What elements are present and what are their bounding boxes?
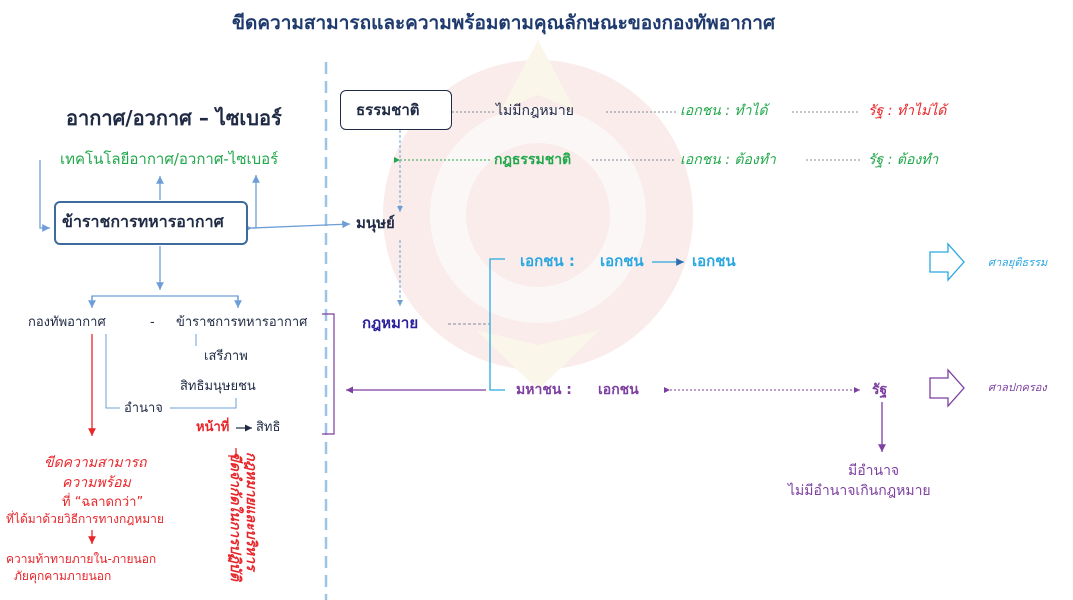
private-can-label: เอกชน : ทำได้ [680,103,768,119]
state-label: รัฐ [872,382,888,398]
air-force-officer-label: ข้าราชการทหารอากาศ [176,315,308,330]
rotated-label-1: กฎหมายและบริหาร [243,452,259,571]
private-label: เอกชน : [520,252,575,270]
air-force-label: กองทัพอากาศ [28,315,106,330]
no-law-label: ไม่มีกฎหมาย [496,103,574,119]
has-power-label: มีอำนาจ [848,463,900,479]
right-label: สิทธิ [256,420,281,435]
rotated-label-2: ขีดจำกัดในการปฏิบัติ [227,452,243,581]
dash-label: - [150,315,155,330]
capability-label: ขีดความสามารถ [44,455,147,471]
freedom-label: เสรีภาพ [204,349,248,364]
public-private-label: เอกชน [598,382,639,398]
state-cannot-label: รัฐ : ทำไม่ได้ [868,103,947,119]
public-label: มหาชน : [516,382,572,398]
technology-label: เทคโนโลยีอากาศ/อวกาศ-ไซเบอร์ [60,150,279,168]
private-b-label: เอกชน [692,252,736,270]
power-label: อำนาจ [124,401,163,416]
nature-box-label: ธรรมชาติ [356,101,420,119]
private-must-label: เอกชน : ต้องทำ [680,152,776,168]
officer-box-label: ข้าราชการทหารอากาศ [62,212,224,231]
human-rights-label: สิทธิมนุษยชน [180,379,256,394]
challenges-label: ความท้าทายภายใน-ภายนอก [6,552,157,566]
officer-box [54,201,248,245]
smarter-label: ที่ “ฉลาดกว่า” [62,495,144,510]
legal-means-label: ที่ได้มาด้วยวิธีการทางกฎหมาย [6,512,164,526]
state-must-label: รัฐ : ต้องทำ [868,152,939,168]
left-heading: อากาศ/อวกาศ – ไซเบอร์ [66,106,282,130]
court-justice-label: ศาลยุติธรรม [988,256,1048,269]
page-title: ขีดความสามารถและความพร้อมตามคุณลักษณะของ… [232,12,776,34]
nature-box [340,90,452,130]
private-a-label: เอกชน [600,252,644,270]
no-excess-power-label: ไม่มีอำนาจเกินกฎหมาย [788,483,931,499]
law-label: กฎหมาย [362,314,419,332]
threats-label: ภัยคุกคามภายนอก [14,569,112,583]
court-admin-label: ศาลปกครอง [988,381,1047,394]
natural-law-label: กฎธรรมชาติ [494,152,572,168]
duty-label: หน้าที่ [196,420,230,435]
human-label: มนุษย์ [356,214,395,232]
readiness-label: ความพร้อม [62,475,131,491]
